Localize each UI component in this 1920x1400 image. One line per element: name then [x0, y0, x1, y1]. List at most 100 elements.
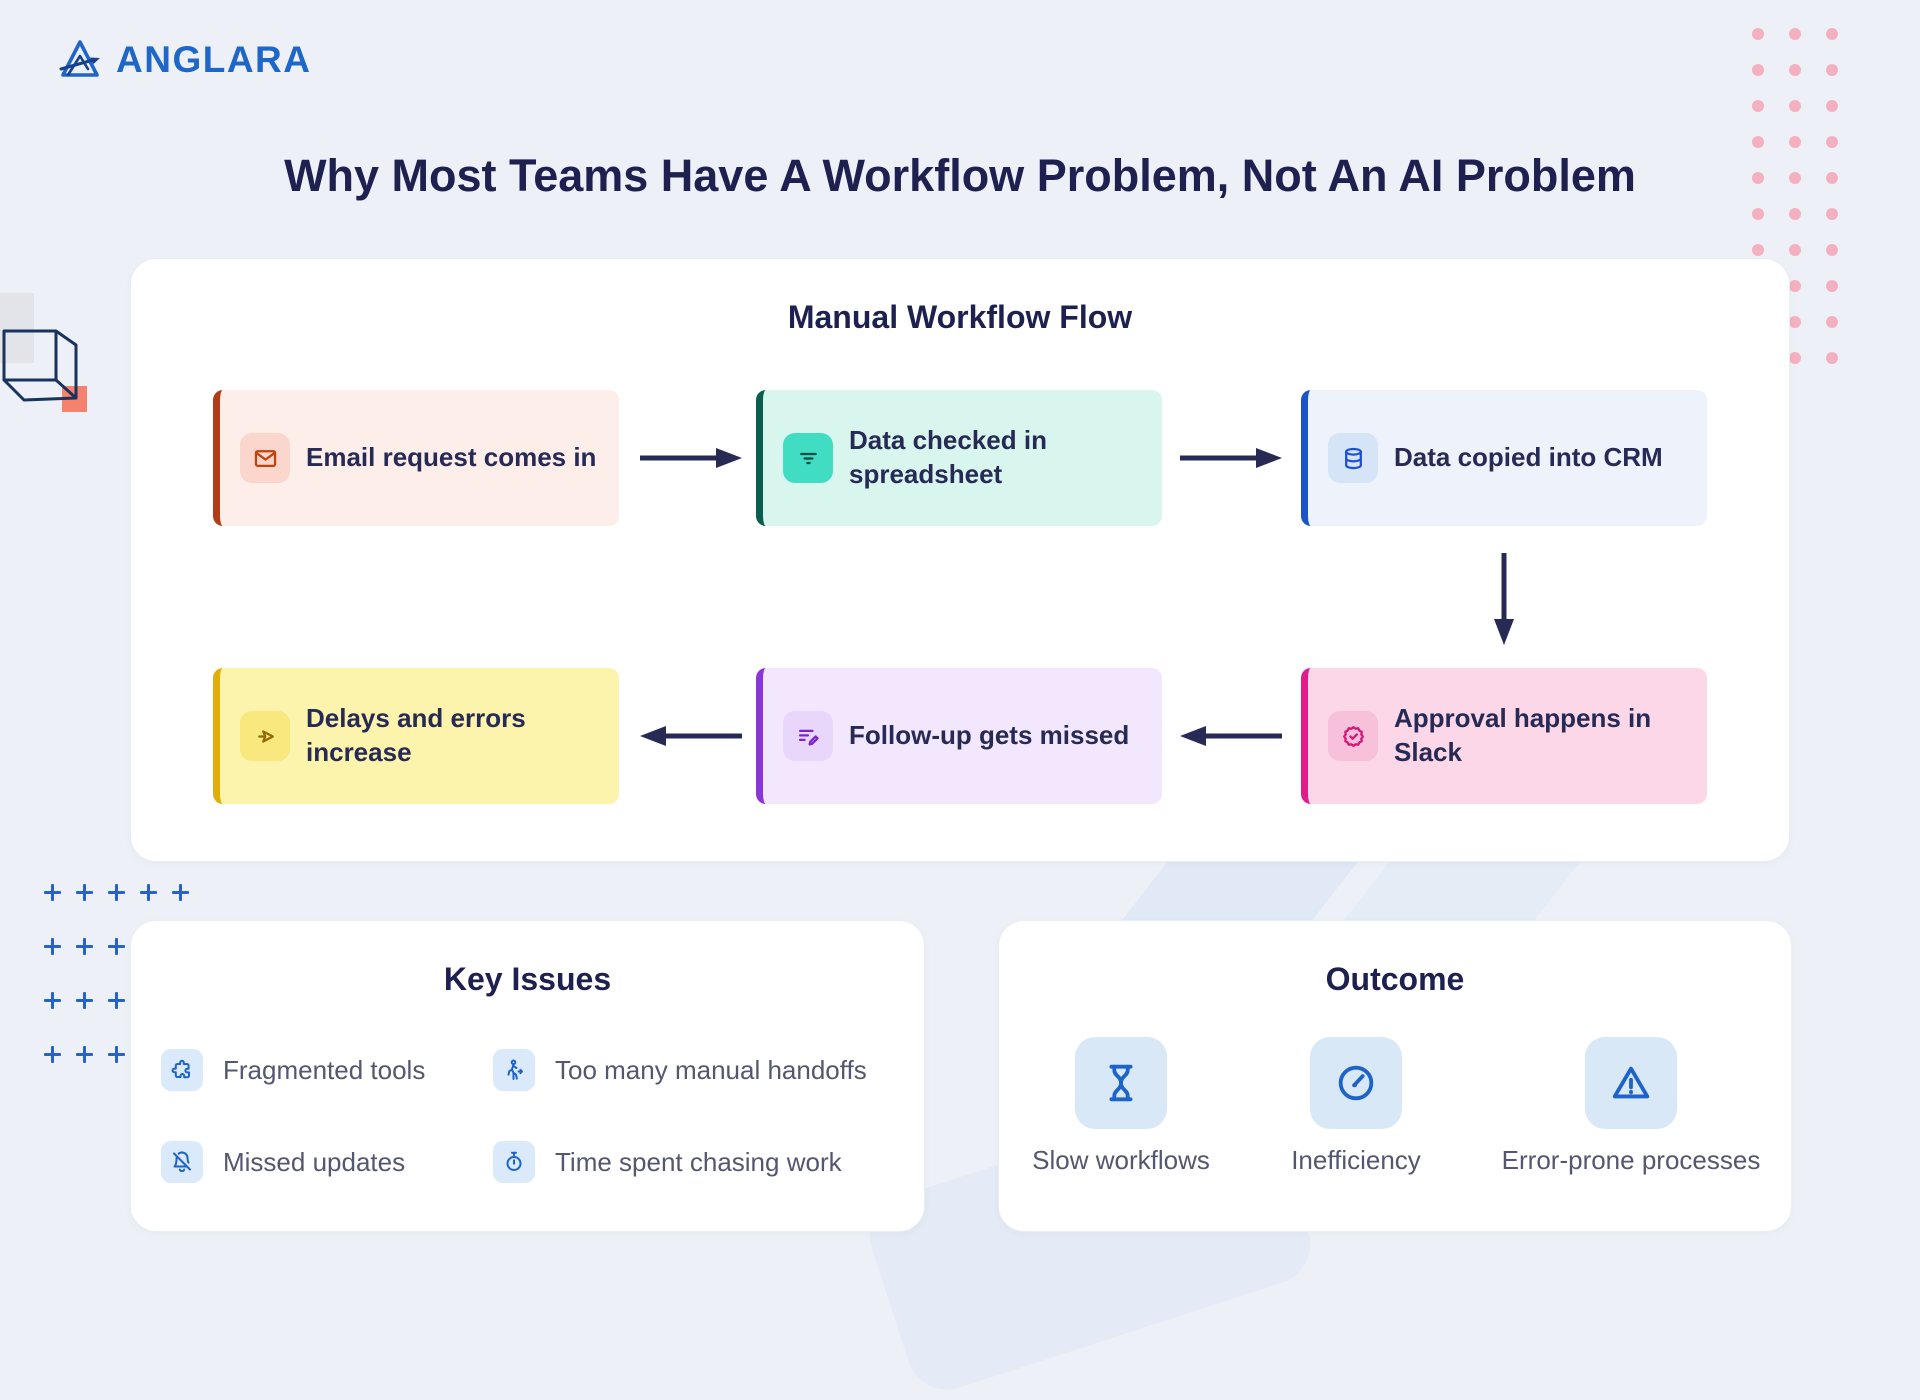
flow-step-delays-errors: Delays and errors increase	[213, 668, 619, 804]
pink-dot	[1752, 136, 1764, 148]
plus-sign	[44, 1046, 61, 1063]
hourglass-icon	[1075, 1037, 1167, 1129]
pink-dot	[1826, 352, 1838, 364]
pink-dot	[1789, 352, 1801, 364]
flow-step-follow-up-missed: Follow-up gets missed	[756, 668, 1162, 804]
mail-icon	[240, 433, 290, 483]
plus-sign	[172, 884, 189, 901]
gray-square-decoration	[0, 293, 34, 363]
pink-dot	[1752, 28, 1764, 40]
pink-dot	[1752, 208, 1764, 220]
pink-dot	[1826, 100, 1838, 112]
plus-sign	[108, 884, 125, 901]
bell-off-icon	[161, 1141, 203, 1183]
flow-step-approval-slack: Approval happens in Slack	[1301, 668, 1707, 804]
flow-step-label: Follow-up gets missed	[849, 720, 1130, 751]
outcome-title: Outcome	[1325, 961, 1465, 997]
edit-list-icon	[783, 711, 833, 761]
flow-step-label: Approval happens in Slack	[1394, 703, 1652, 767]
plus-sign	[44, 884, 61, 901]
brand-name: ANGLARA	[116, 39, 312, 80]
plus-row	[44, 884, 189, 901]
stopwatch-icon	[493, 1141, 535, 1183]
gauge-icon	[1310, 1037, 1402, 1129]
flow-step-label: Data copied into CRM	[1394, 442, 1663, 473]
plus-sign	[140, 884, 157, 901]
pink-dot	[1752, 64, 1764, 76]
key-issues-title: Key Issues	[443, 961, 612, 997]
database-icon	[1328, 433, 1378, 483]
pink-dot	[1789, 64, 1801, 76]
issue-time-chasing: Time spent chasing work	[493, 1141, 867, 1183]
arrow-left-icon	[1180, 726, 1282, 746]
send-icon	[240, 711, 290, 761]
badge-check-icon	[1328, 711, 1378, 761]
issue-fragmented-tools: Fragmented tools	[161, 1049, 493, 1091]
pink-dot	[1826, 172, 1838, 184]
pink-dot	[1826, 136, 1838, 148]
plus-sign	[44, 992, 61, 1009]
arrow-right-icon	[1180, 448, 1282, 468]
pink-dot	[1789, 172, 1801, 184]
puzzle-icon	[161, 1049, 203, 1091]
issue-manual-handoffs: Too many manual handoffs	[493, 1049, 867, 1091]
plus-sign	[108, 1046, 125, 1063]
flow-step-label: Delays and errors increase	[306, 703, 526, 767]
flow-step-data-copied: Data copied into CRM	[1301, 390, 1707, 526]
warning-triangle-icon	[1585, 1037, 1677, 1129]
page-title: Why Most Teams Have A Workflow Problem, …	[284, 150, 1636, 201]
outcome-error-prone: Error-prone processes	[1481, 1037, 1781, 1176]
filter-icon	[783, 433, 833, 483]
flow-section-title: Manual Workflow Flow	[787, 299, 1133, 335]
issue-label: Fragmented tools	[223, 1054, 426, 1085]
flow-step-label: Email request comes in	[306, 442, 597, 473]
pink-dot	[1752, 100, 1764, 112]
outcome-slow-workflows: Slow workflows	[1011, 1037, 1231, 1176]
pink-dot	[1752, 244, 1764, 256]
plus-sign	[76, 1046, 93, 1063]
pink-dot	[1789, 280, 1801, 292]
key-issues-grid: Fragmented tools Too many manual handoff…	[161, 1049, 867, 1183]
brand-logo: ANGLARA	[56, 36, 311, 84]
arrow-right-icon	[640, 448, 742, 468]
flow-step-data-checked: Data checked in spreadsheet	[756, 390, 1162, 526]
issue-label: Too many manual handoffs	[555, 1054, 867, 1085]
walking-person-icon	[493, 1049, 535, 1091]
issue-label: Missed updates	[223, 1146, 406, 1177]
pink-dot	[1826, 280, 1838, 292]
outcome-items-row: Slow workflows Inefficiency Error-prone …	[1011, 1037, 1781, 1176]
pink-dot	[1752, 172, 1764, 184]
outcome-label: Error-prone processes	[1501, 1145, 1761, 1175]
plus-sign	[76, 938, 93, 955]
pink-dot	[1789, 136, 1801, 148]
key-issues-card: Key Issues Fragmented tools Too many man…	[130, 920, 925, 1232]
plus-sign	[108, 992, 125, 1009]
pink-dot	[1789, 244, 1801, 256]
plus-sign	[76, 992, 93, 1009]
pink-dot	[1826, 208, 1838, 220]
anglara-logo-icon	[59, 40, 100, 77]
pink-dot	[1789, 316, 1801, 328]
outcome-label: Inefficiency	[1291, 1145, 1421, 1175]
outcome-card: Outcome Slow workflows Inefficiency Erro…	[998, 920, 1792, 1232]
pink-dot	[1826, 28, 1838, 40]
outcome-inefficiency: Inefficiency	[1261, 1037, 1451, 1176]
pink-dot	[1789, 208, 1801, 220]
issue-missed-updates: Missed updates	[161, 1141, 493, 1183]
flow-step-email-request: Email request comes in	[213, 390, 619, 526]
issue-label: Time spent chasing work	[555, 1146, 842, 1177]
flow-step-label: Data checked in spreadsheet	[849, 425, 1047, 489]
pink-dots-pattern	[1752, 28, 1838, 364]
manual-workflow-flow-card: Manual Workflow Flow Email request comes…	[130, 258, 1790, 862]
arrow-left-icon	[640, 726, 742, 746]
infographic-canvas: ANGLARA Why Most Teams Have A Workflow P…	[0, 28, 1838, 1232]
pink-dot	[1826, 316, 1838, 328]
pink-dot	[1826, 64, 1838, 76]
outcome-label: Slow workflows	[1032, 1145, 1210, 1175]
pink-dot	[1789, 100, 1801, 112]
cube-outline-decoration	[2, 329, 78, 402]
arrow-down-icon	[1494, 553, 1514, 645]
plus-sign	[108, 938, 125, 955]
pink-dot	[1826, 244, 1838, 256]
plus-sign	[44, 938, 61, 955]
